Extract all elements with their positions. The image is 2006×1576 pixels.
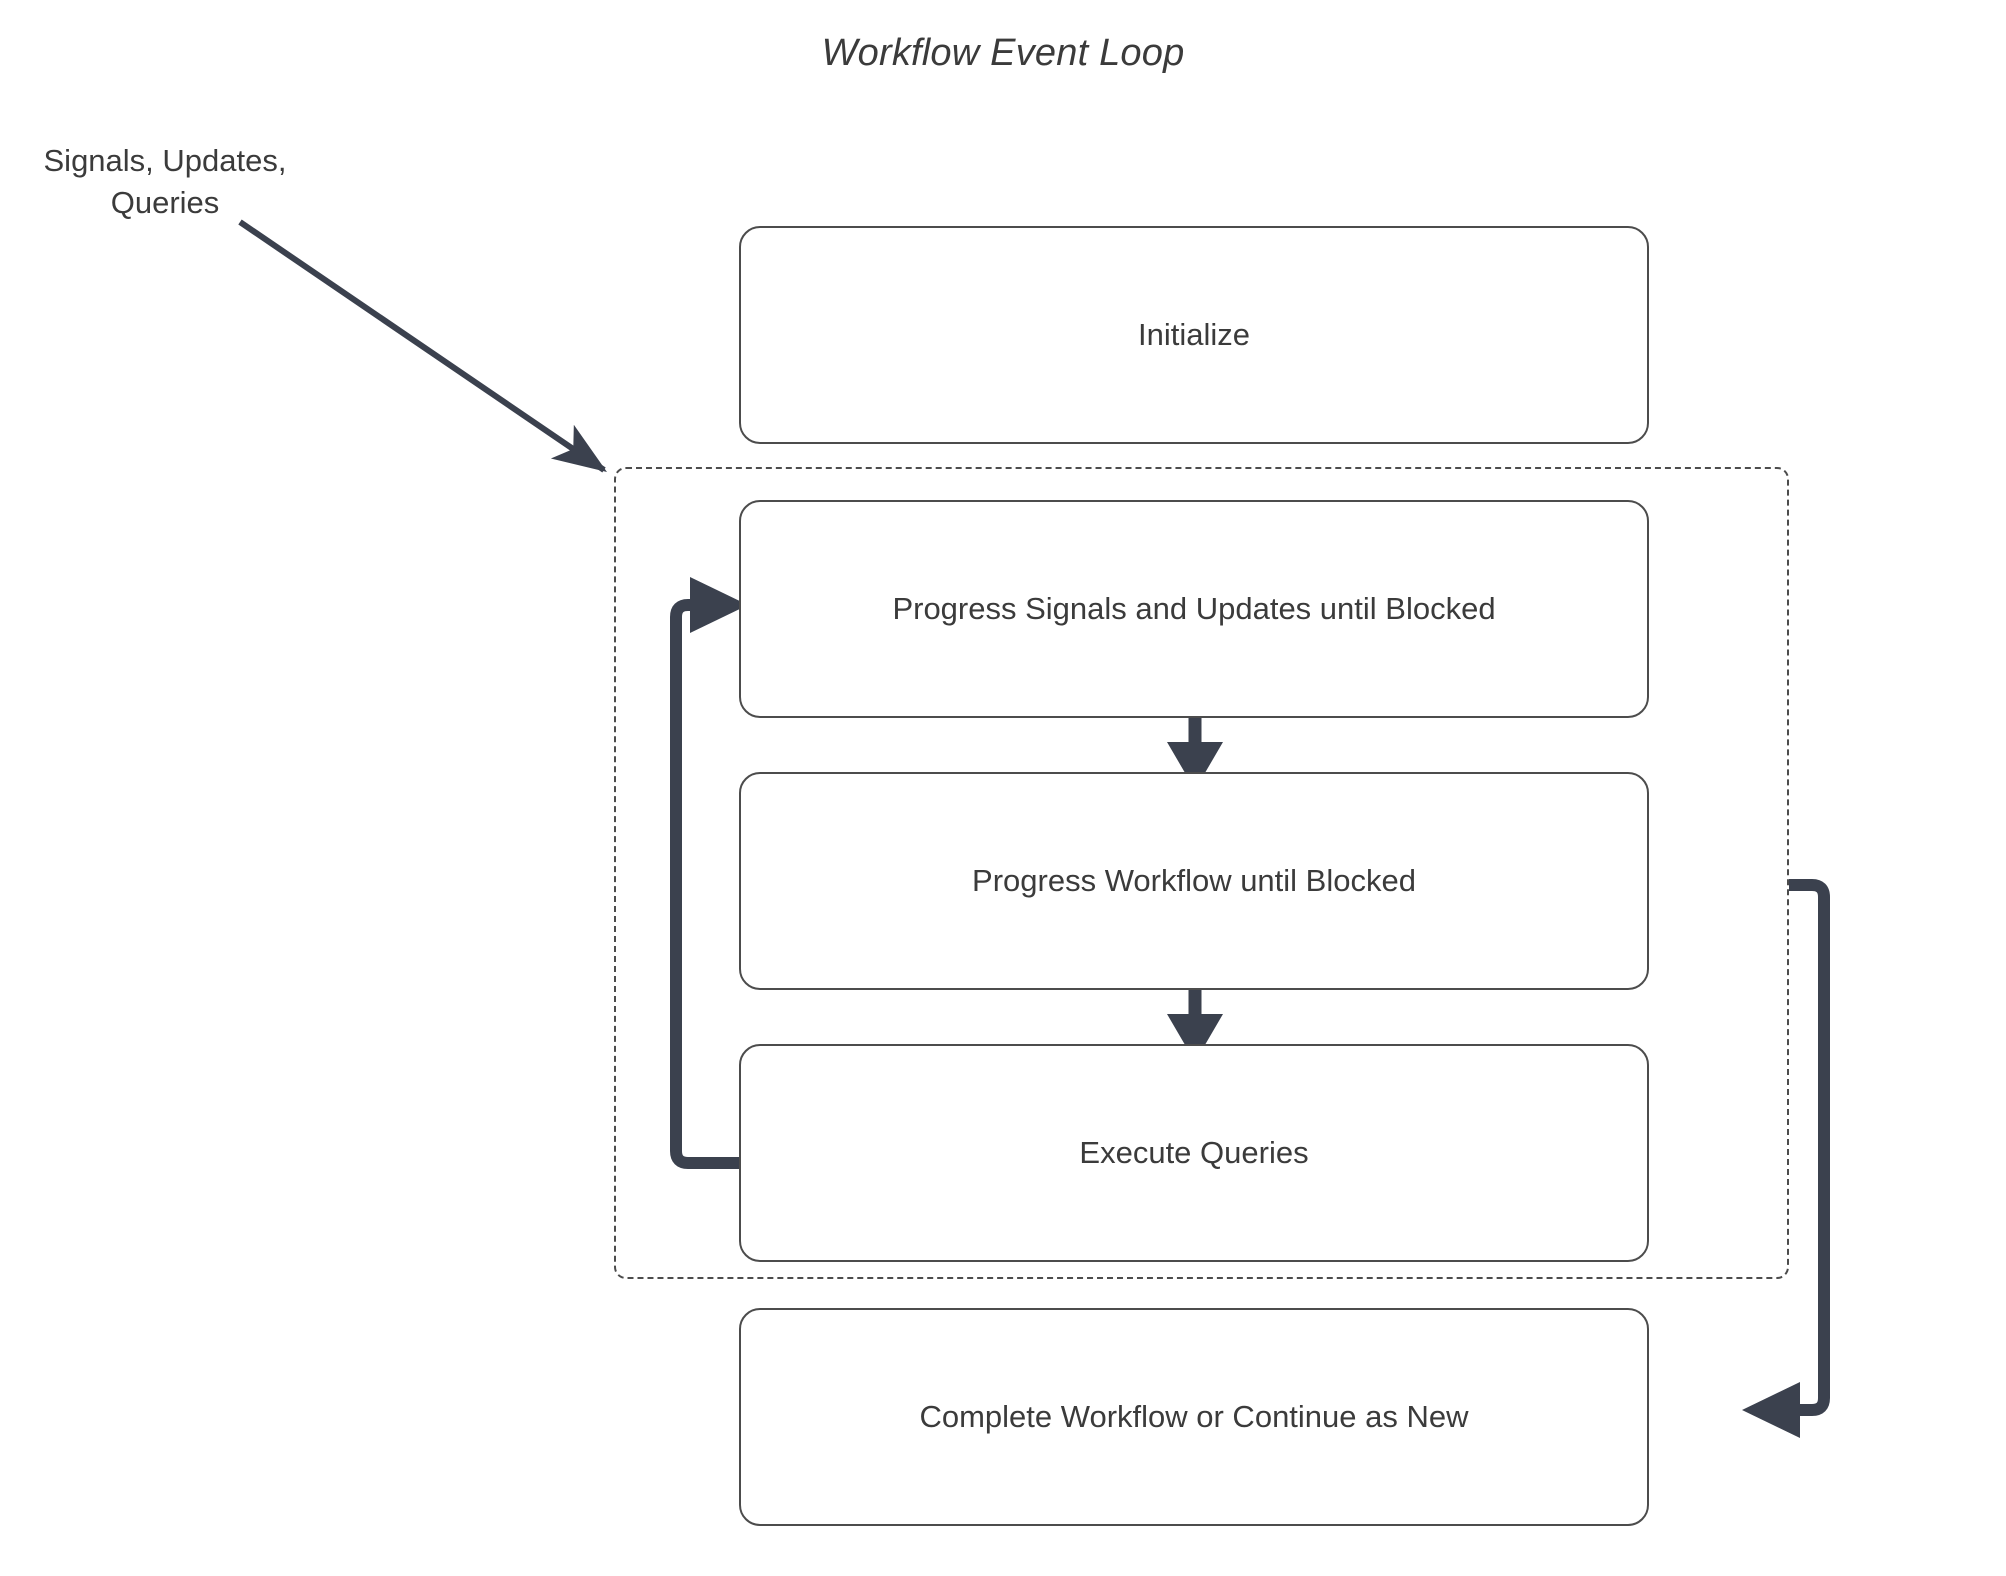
page-title: Workflow Event Loop bbox=[821, 32, 1185, 74]
external-input-label: Signals, Updates, Queries bbox=[43, 143, 287, 220]
node-execute-queries-label: Execute Queries bbox=[1079, 1135, 1309, 1170]
node-progress-signals-label: Progress Signals and Updates until Block… bbox=[892, 591, 1496, 626]
node-progress-workflow[interactable]: Progress Workflow until Blocked bbox=[739, 772, 1649, 990]
node-progress-workflow-label: Progress Workflow until Blocked bbox=[972, 863, 1416, 898]
node-complete-workflow[interactable]: Complete Workflow or Continue as New bbox=[739, 1308, 1649, 1526]
node-execute-queries[interactable]: Execute Queries bbox=[739, 1044, 1649, 1262]
loop-boundary bbox=[614, 467, 1789, 1279]
node-complete-workflow-label: Complete Workflow or Continue as New bbox=[919, 1399, 1469, 1434]
node-progress-signals[interactable]: Progress Signals and Updates until Block… bbox=[739, 500, 1649, 718]
node-initialize-label: Initialize bbox=[1138, 317, 1250, 352]
node-initialize[interactable]: Initialize bbox=[739, 226, 1649, 444]
connector-signals-to-loop bbox=[238, 219, 607, 473]
